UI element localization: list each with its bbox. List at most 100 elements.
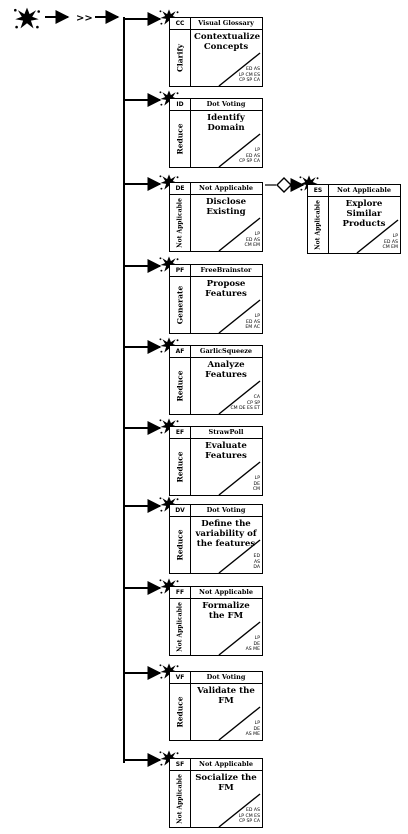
step-activity: Define the variability of the features	[195, 519, 257, 549]
step-category-column: Not Applicable	[170, 598, 191, 655]
step-header: DV Dot Voting	[170, 505, 262, 517]
role-line: LP CM ES	[238, 813, 260, 819]
role-line: LP	[254, 721, 260, 727]
role-line: CM	[252, 487, 260, 493]
step-technique: Not Applicable	[199, 760, 253, 768]
role-line: CP SP CA	[239, 78, 260, 84]
role-line: ED AS	[246, 153, 260, 159]
step-category: Reduce	[175, 528, 185, 561]
step-category: Not Applicable	[314, 199, 322, 250]
step-technique: Dot Voting	[206, 506, 246, 514]
step-header: DE Not Applicable	[170, 183, 262, 195]
role-line: DE	[253, 641, 260, 647]
role-line: AS ME	[245, 647, 260, 653]
step-category-column: Not Applicable	[170, 770, 191, 827]
role-line: ED AS	[384, 239, 398, 245]
role-line: LP	[254, 232, 260, 238]
role-line: CM EM	[244, 243, 261, 249]
step-category: Not Applicable	[176, 601, 184, 652]
step-technique: StrawPoll	[208, 428, 244, 436]
step-technique: Dot Voting	[206, 100, 246, 108]
step-category-column: Not Applicable	[308, 196, 329, 253]
step-code: ID	[170, 99, 191, 110]
step-category: Reduce	[175, 450, 185, 483]
step-category-column: Reduce	[170, 438, 191, 495]
step-category-column: Generate	[170, 276, 191, 333]
step-code: ES	[308, 185, 329, 196]
step-code: FF	[170, 587, 191, 598]
role-line: LP	[254, 148, 260, 154]
step-activity: Explore Similar Products	[342, 199, 386, 229]
step-code: EF	[170, 427, 191, 438]
step-activity: Socialize the FM	[195, 773, 257, 793]
step-category: Reduce	[175, 122, 185, 155]
step-category-column: Clarify	[170, 29, 191, 86]
role-line: CP SP	[246, 400, 260, 406]
role-line: ED AS	[246, 67, 260, 73]
step-code: DE	[170, 183, 191, 194]
step-code: AF	[170, 346, 191, 357]
diamond-icon	[276, 177, 292, 193]
step-activity: Disclose Existing	[205, 197, 247, 217]
step-category-column: Not Applicable	[170, 194, 191, 251]
role-line: CP SP CA	[239, 159, 260, 165]
step-technique: Not Applicable	[199, 588, 253, 596]
start-splat-icon	[14, 7, 40, 29]
role-line: LP	[254, 314, 260, 320]
role-line: CM EM	[382, 245, 399, 251]
role-line: AS	[253, 559, 260, 565]
step-arrows	[124, 9, 319, 767]
step-category-column: Reduce	[170, 683, 191, 740]
role-line: LP	[392, 234, 398, 240]
step-activity: Propose Features	[205, 279, 247, 299]
step-technique: Not Applicable	[199, 184, 253, 192]
step-activity: Analyze Features	[205, 360, 247, 380]
step-code: VF	[170, 672, 191, 683]
step-header: EF StrawPoll	[170, 427, 262, 439]
step-header: SF Not Applicable	[170, 759, 262, 771]
step-activity: Formalize the FM	[202, 601, 250, 621]
step-technique: Not Applicable	[337, 186, 391, 194]
step-header: AF GarlicSqueeze	[170, 346, 262, 358]
step-category-column: Reduce	[170, 357, 191, 414]
step-code: PF	[170, 265, 191, 276]
step-category: Generate	[175, 285, 185, 324]
role-line: ED AS	[246, 237, 260, 243]
role-line: DA	[253, 565, 260, 571]
role-line: LP CM ES	[238, 72, 260, 78]
role-line: CA	[253, 395, 260, 401]
chevrons-label: >>	[76, 13, 93, 24]
step-code: SF	[170, 759, 191, 770]
step-code: DV	[170, 505, 191, 516]
role-line: ED	[253, 554, 260, 560]
step-activity: Contextualize Concepts	[194, 32, 261, 52]
step-activity: Evaluate Features	[205, 441, 247, 461]
step-category: Not Applicable	[176, 197, 184, 248]
step-technique: GarlicSqueeze	[199, 347, 253, 355]
step-category-column: Reduce	[170, 516, 191, 573]
step-activity: Identify Domain	[207, 113, 245, 133]
